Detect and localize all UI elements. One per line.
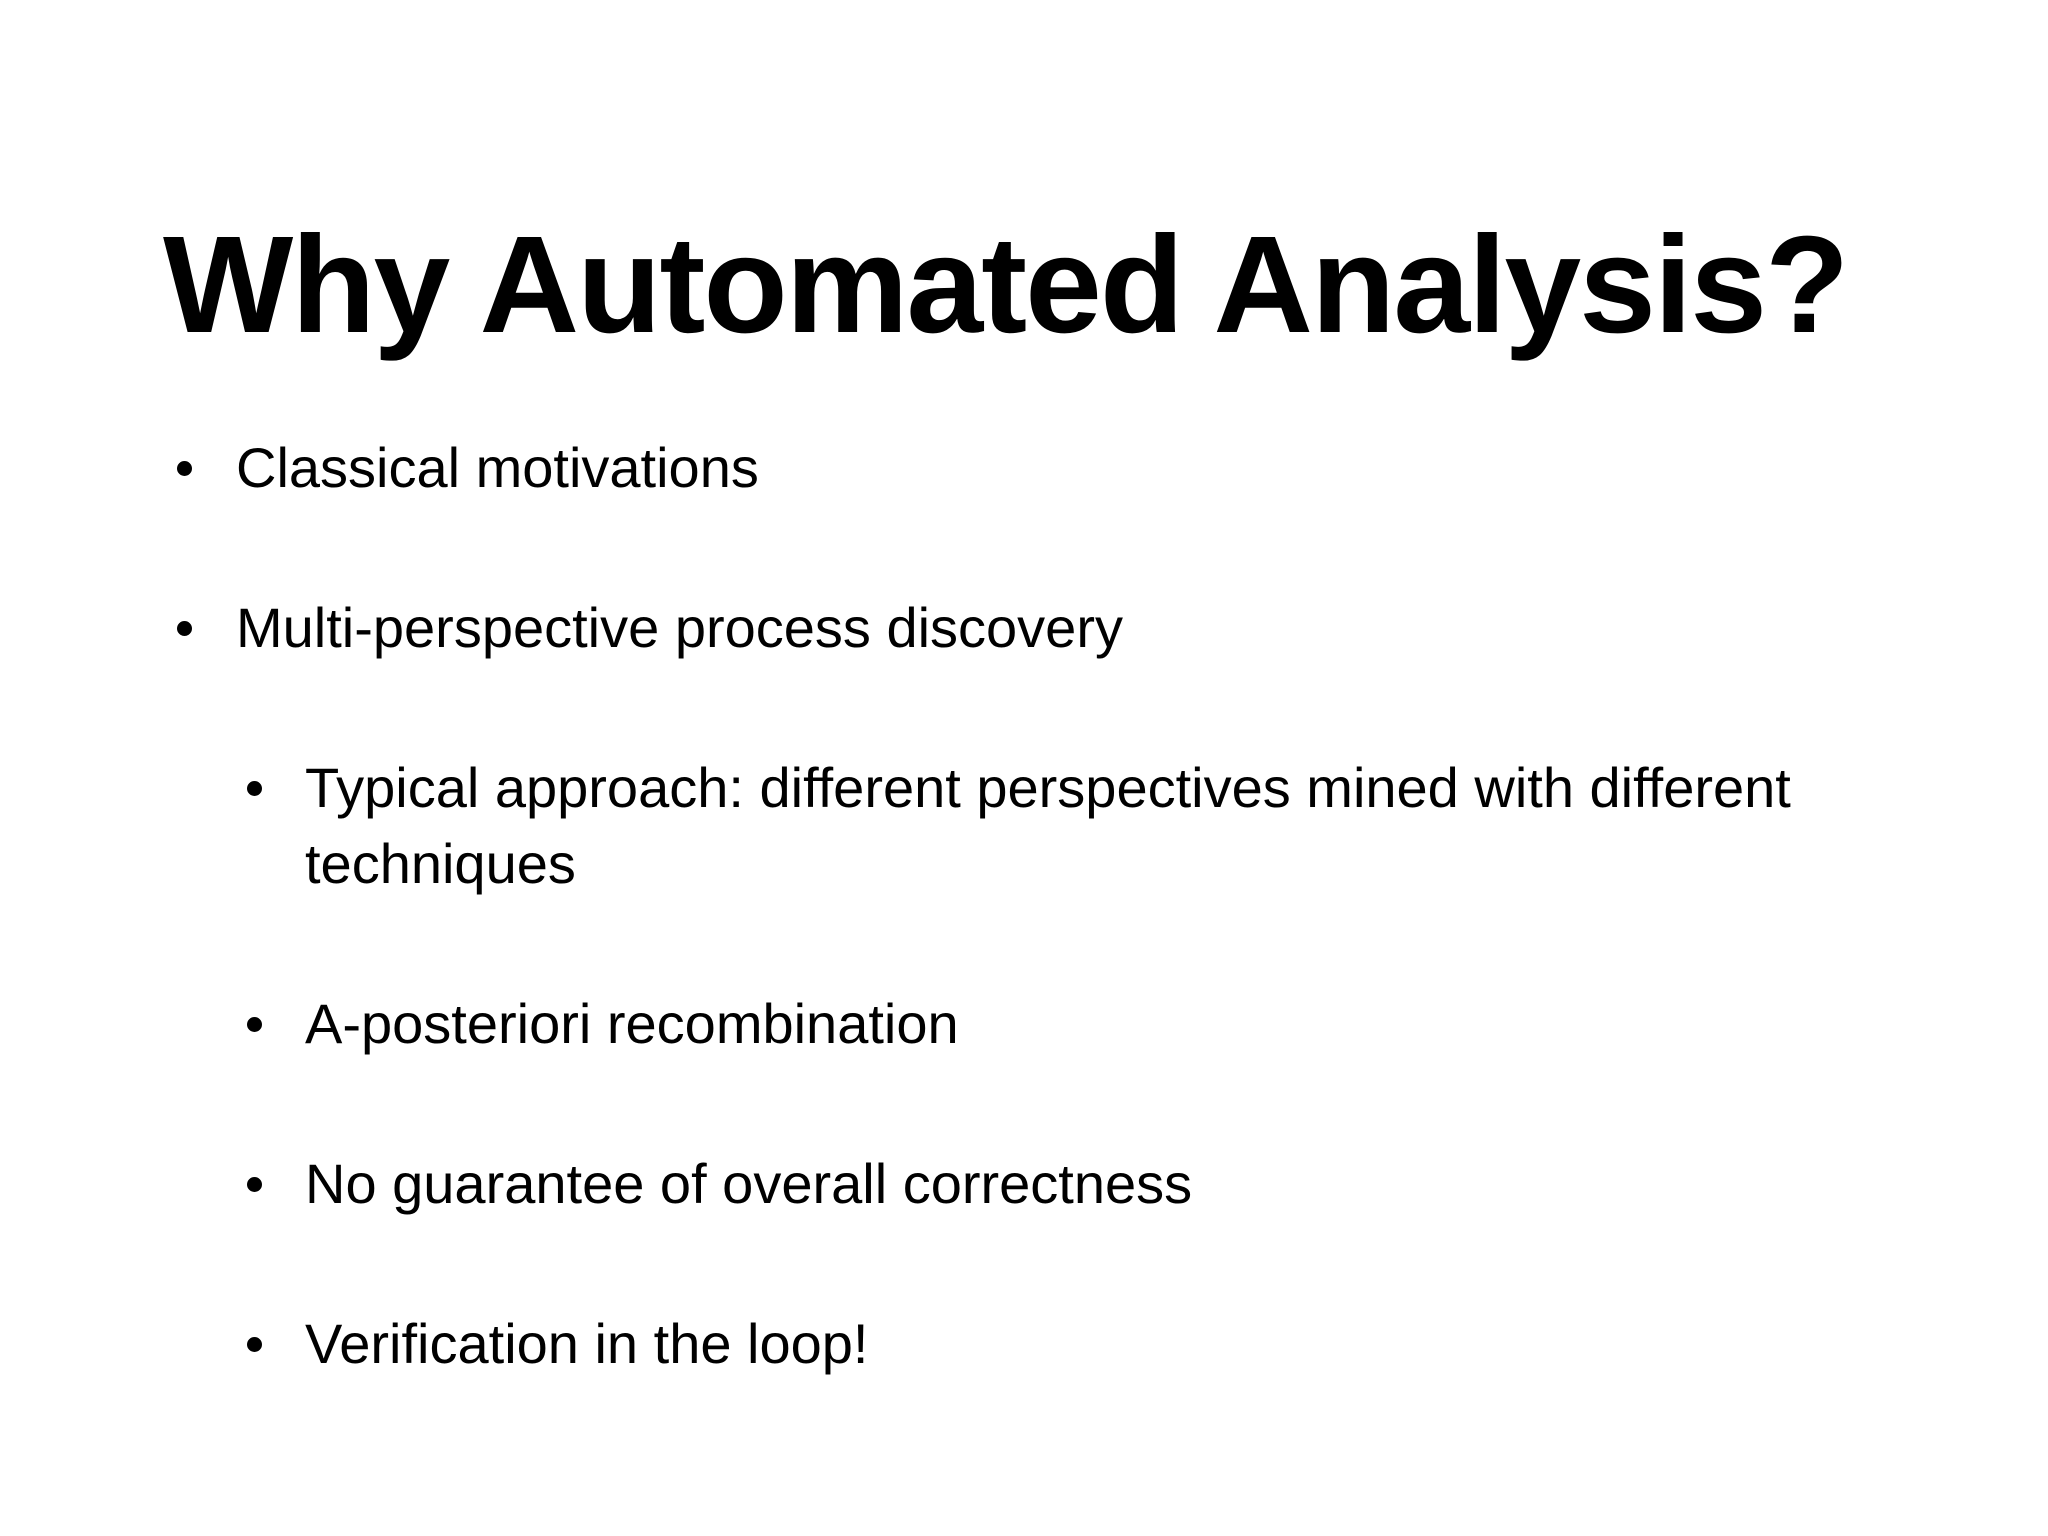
bullet-item: No guarantee of overall correctness	[0, 1146, 1860, 1222]
bullet-text: Verification in the loop!	[305, 1312, 869, 1375]
bullet-dot-icon	[177, 461, 192, 476]
bullet-item: A-posteriori recombination	[0, 986, 1860, 1062]
bullet-dot-icon	[247, 1017, 262, 1032]
bullet-text: Multi-perspective process discovery	[236, 596, 1123, 659]
slide-title: Why Automated Analysis?	[163, 208, 1849, 363]
bullet-item: Verification in the loop!	[0, 1306, 1860, 1382]
bullet-dot-icon	[247, 781, 262, 796]
bullet-list: Classical motivations Multi-perspective …	[0, 430, 1860, 1466]
bullet-item: Typical approach: different perspectives…	[0, 750, 1860, 902]
bullet-dot-icon	[247, 1337, 262, 1352]
bullet-text: A-posteriori recombination	[305, 992, 959, 1055]
bullet-dot-icon	[247, 1177, 262, 1192]
bullet-text: Classical motivations	[236, 436, 759, 499]
bullet-item: Multi-perspective process discovery	[0, 590, 1860, 666]
bullet-dot-icon	[177, 621, 192, 636]
bullet-text: No guarantee of overall correctness	[305, 1152, 1193, 1215]
bullet-item: Classical motivations	[0, 430, 1860, 506]
bullet-text: Typical approach: different perspectives…	[305, 756, 1791, 895]
